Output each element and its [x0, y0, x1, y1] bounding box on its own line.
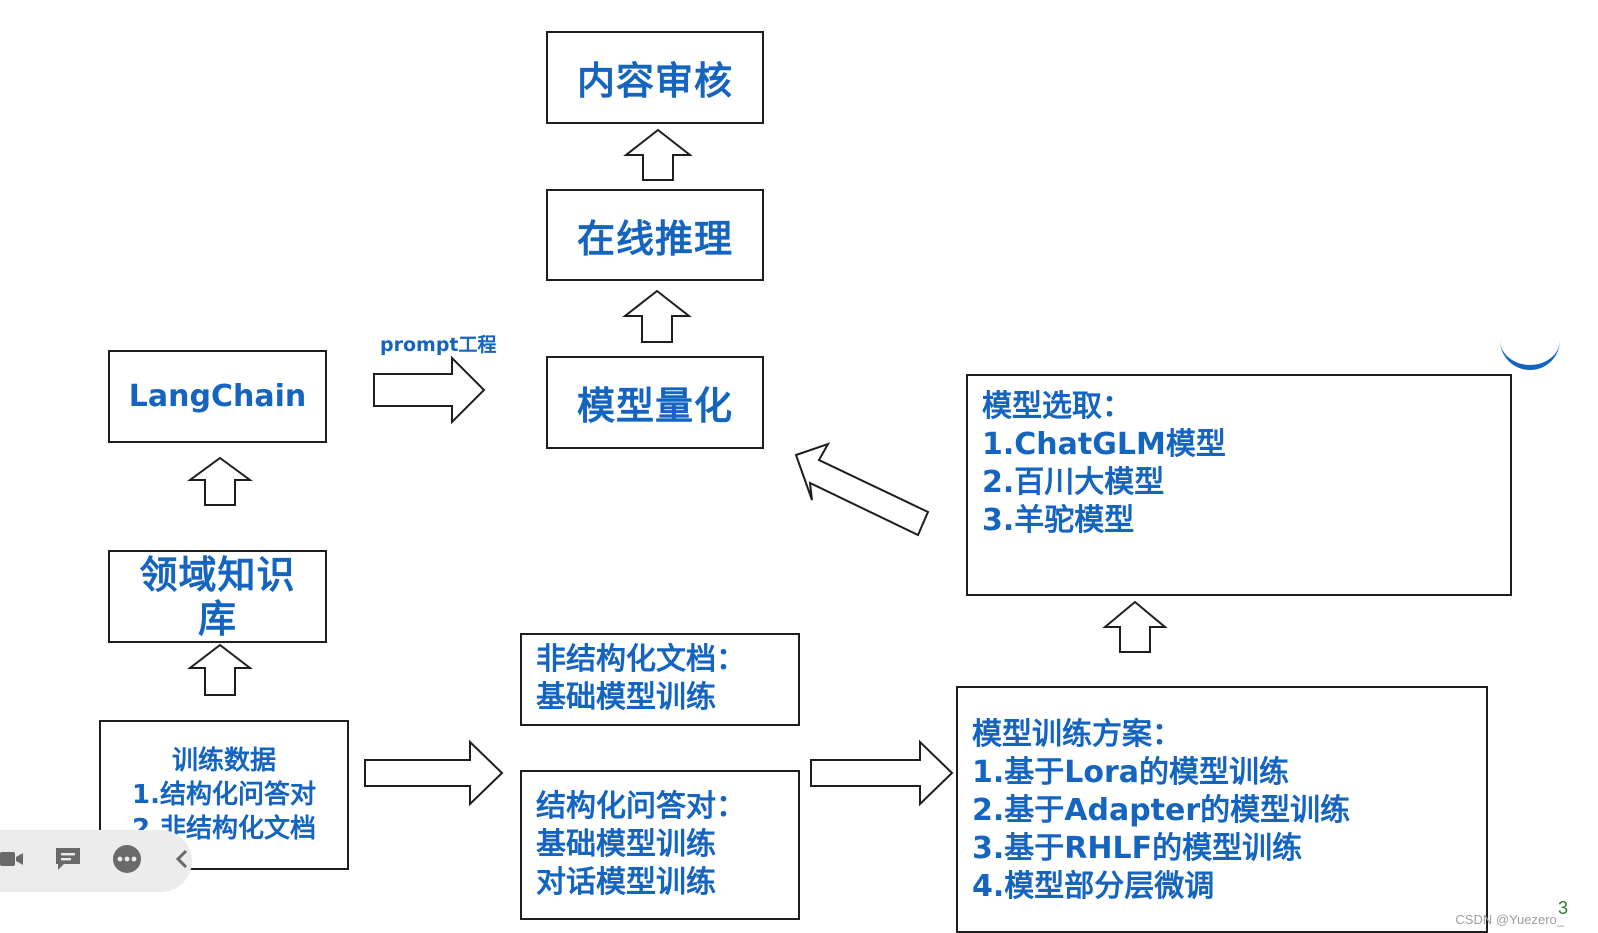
chevron-left-icon[interactable] — [172, 847, 192, 875]
presentation-toolbar — [0, 830, 192, 892]
comment-icon[interactable] — [54, 845, 82, 877]
arrow-up-data-to-kb — [187, 643, 253, 696]
structured-qa-box: 结构化问答对： 基础模型训练 对话模型训练 — [520, 770, 800, 920]
model-quantization-label: 模型量化 — [576, 384, 733, 428]
arrow-diagonal-selection-to-quant — [794, 442, 930, 537]
training-plan-item: 1.基于Lora的模型训练 — [972, 755, 1290, 790]
model-selection-item: 3.羊驼模型 — [982, 503, 1135, 538]
model-selection-item: 1.ChatGLM模型 — [982, 427, 1226, 462]
arrow-right-langchain-to-quant — [373, 355, 486, 425]
langchain-box: LangChain — [108, 350, 327, 443]
unstructured-docs-item: 基础模型训练 — [536, 680, 716, 715]
training-plan-box: 模型训练方案： 1.基于Lora的模型训练 2.基于Adapter的模型训练 3… — [956, 686, 1488, 933]
domain-kb-box: 领域知识库 — [108, 550, 327, 643]
training-plan-title: 模型训练方案： — [972, 717, 1182, 752]
more-icon[interactable] — [112, 844, 142, 878]
arrow-right-docs-to-plan — [810, 739, 954, 807]
online-inference-box: 在线推理 — [546, 189, 764, 281]
training-plan-item: 3.基于RHLF的模型训练 — [972, 831, 1303, 866]
unstructured-docs-box: 非结构化文档： 基础模型训练 — [520, 633, 800, 726]
prompt-engineering-label: prompt工程 — [380, 334, 497, 356]
model-selection-box: 模型选取： 1.ChatGLM模型 2.百川大模型 3.羊驼模型 — [966, 374, 1512, 596]
training-data-item: 1.结构化问答对 — [132, 780, 316, 810]
page-number: 3 — [1557, 898, 1568, 918]
model-quantization-box: 模型量化 — [546, 356, 764, 449]
langchain-label: LangChain — [128, 379, 307, 414]
arrow-up-inference-to-review — [623, 128, 693, 181]
domain-kb-label: 领域知识库 — [139, 552, 296, 641]
training-plan-item: 4.模型部分层微调 — [972, 869, 1215, 904]
content-review-label: 内容审核 — [576, 59, 733, 103]
arrow-right-data-to-docs — [364, 739, 504, 807]
arrow-up-plan-to-selection — [1102, 600, 1168, 653]
arrow-up-quant-to-inference — [622, 289, 692, 343]
structured-qa-title: 结构化问答对： — [536, 789, 746, 824]
training-plan-item: 2.基于Adapter的模型训练 — [972, 793, 1351, 828]
arrow-up-kb-to-langchain — [186, 456, 254, 506]
partial-circle-decoration — [1500, 330, 1560, 370]
structured-qa-item: 基础模型训练 — [536, 827, 716, 862]
camera-icon[interactable] — [0, 847, 24, 875]
watermark: CSDN @Yuezero_ — [1455, 912, 1564, 927]
online-inference-label: 在线推理 — [576, 216, 733, 261]
model-selection-title: 模型选取： — [982, 389, 1132, 424]
training-data-title: 训练数据 — [171, 746, 276, 776]
structured-qa-item: 对话模型训练 — [536, 865, 716, 900]
model-selection-item: 2.百川大模型 — [982, 465, 1165, 500]
unstructured-docs-title: 非结构化文档： — [536, 642, 746, 677]
content-review-box: 内容审核 — [546, 31, 764, 124]
